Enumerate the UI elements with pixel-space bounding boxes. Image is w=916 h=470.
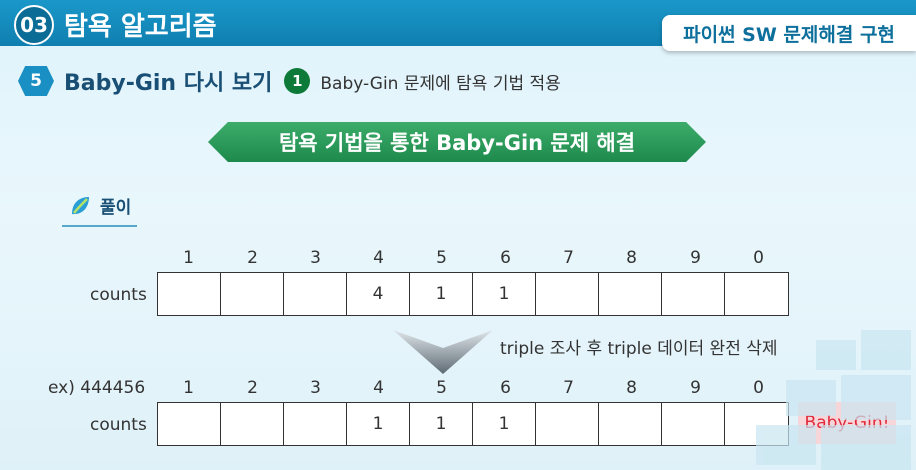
column-header: 1 <box>183 378 194 398</box>
count-cell <box>536 273 599 315</box>
count-cell: 1 <box>347 403 410 445</box>
leaf-icon <box>72 196 89 214</box>
row-label: counts <box>90 415 147 435</box>
section-number: 03 <box>14 5 54 45</box>
solution-label: 풀이 <box>100 198 132 218</box>
subheading-number: 5 <box>18 66 54 96</box>
count-cell <box>284 403 347 445</box>
column-header: 2 <box>247 378 258 398</box>
solution-heading: 풀이 <box>68 193 131 218</box>
column-header: 8 <box>626 248 637 268</box>
divider <box>62 225 137 227</box>
column-header: 6 <box>500 378 511 398</box>
count-cell: 1 <box>410 403 473 445</box>
count-cell <box>284 273 347 315</box>
column-header: 3 <box>310 378 321 398</box>
column-header: 9 <box>690 378 701 398</box>
step-number: 1 <box>284 68 311 94</box>
column-header: 8 <box>626 378 637 398</box>
arrow-note: triple 조사 후 triple 데이터 완전 삭제 <box>500 339 778 359</box>
course-badge: 파이썬 SW 문제해결 구현 <box>662 15 916 51</box>
count-cell <box>662 273 725 315</box>
page-title: 탐욕 알고리즘 <box>64 12 217 42</box>
counts-table-1: 4 1 1 <box>157 272 789 316</box>
down-arrow-icon <box>393 330 493 374</box>
subheading: 5 Baby-Gin 다시 보기 1 Baby-Gin 문제에 탐욕 기법 적용 <box>18 66 561 96</box>
column-header: 7 <box>563 378 574 398</box>
count-cell: 4 <box>347 273 410 315</box>
column-header: 3 <box>310 248 321 268</box>
column-header: 4 <box>373 248 384 268</box>
counts-table-2: 1 1 1 <box>157 402 789 446</box>
column-header: 2 <box>247 248 258 268</box>
column-header: 6 <box>500 248 511 268</box>
count-cell: 1 <box>473 403 536 445</box>
count-cell <box>536 403 599 445</box>
count-cell <box>221 273 284 315</box>
column-header: 0 <box>753 378 764 398</box>
column-header: 0 <box>753 248 764 268</box>
column-header: 5 <box>436 378 447 398</box>
count-cell: 1 <box>473 273 536 315</box>
subheading-description: Baby-Gin 문제에 탐욕 기법 적용 <box>320 73 561 94</box>
topic-banner: 탐욕 기법을 통한 Baby-Gin 문제 해결 <box>208 122 706 162</box>
count-cell <box>158 403 221 445</box>
column-header: 1 <box>183 248 194 268</box>
example-label: ex) 444456 <box>48 378 146 398</box>
count-cell <box>662 403 725 445</box>
count-cell <box>725 273 788 315</box>
count-cell: 1 <box>410 273 473 315</box>
decorative-blocks <box>756 330 911 470</box>
subheading-title: Baby-Gin 다시 보기 <box>64 71 273 96</box>
count-cell <box>221 403 284 445</box>
column-header: 7 <box>563 248 574 268</box>
count-cell <box>599 273 662 315</box>
column-header: 4 <box>373 378 384 398</box>
count-cell <box>599 403 662 445</box>
row-label: counts <box>90 285 147 305</box>
column-header: 9 <box>690 248 701 268</box>
column-header: 5 <box>436 248 447 268</box>
count-cell <box>158 273 221 315</box>
